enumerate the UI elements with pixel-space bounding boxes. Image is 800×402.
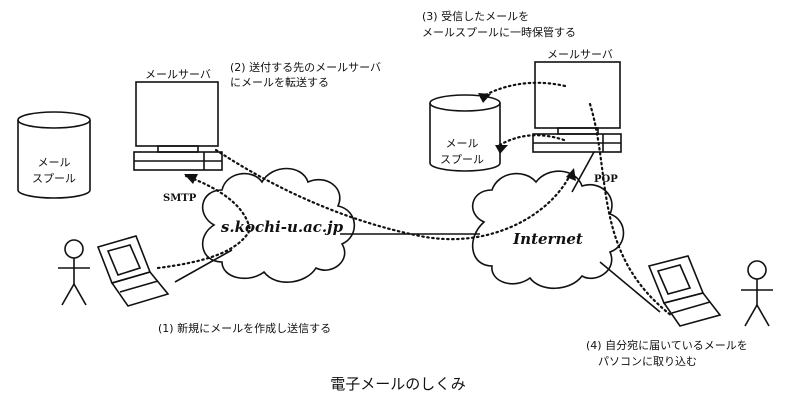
step-2-line-2: にメールを転送する: [230, 75, 329, 89]
diagram-caption: 電子メールのしくみ: [330, 375, 466, 393]
left-spool-icon: [17, 111, 91, 199]
arrow-spool-fetch-head: [478, 93, 491, 103]
right-server-label: メールサーバ: [547, 48, 613, 61]
right-laptop-icon: [647, 255, 722, 327]
internet-label: Internet: [512, 230, 583, 248]
step-1-line-1: (1) 新規にメールを作成し送信する: [158, 321, 331, 335]
flow-spool-store-path: [496, 134, 566, 148]
left-spool-label-1: メール: [38, 156, 71, 169]
right-spool-label-2: スプール: [440, 153, 484, 166]
step-2-line-1: (2) 送付する先のメールサーバ: [230, 60, 381, 74]
flow-transfer-path: [214, 148, 572, 241]
left-laptop-link: [174, 249, 233, 283]
smtp-label: SMTP: [163, 193, 197, 204]
right-person-icon: [741, 260, 773, 327]
step-3-line-2: メールスプールに一時保管する: [422, 25, 576, 39]
right-server-icon: [532, 61, 622, 153]
local-cloud-icon: [201, 167, 356, 283]
arrow-smtp-head: [184, 174, 198, 184]
step-3-line-1: (3) 受信したメールを: [422, 10, 529, 23]
left-laptop-icon: [96, 235, 170, 307]
local-network-label: s.kochi-u.ac.jp: [221, 218, 344, 236]
left-server-label: メールサーバ: [145, 68, 211, 81]
left-server-icon: [133, 81, 223, 171]
internet-cloud-icon: [471, 170, 625, 289]
flow-smtp-path: [156, 174, 252, 270]
flow-pop-path: [588, 102, 674, 318]
right-spool-icon: [429, 94, 501, 172]
flow-spool-fetch-path: [478, 81, 567, 100]
left-spool-label-2: スプール: [32, 172, 76, 185]
step-4-line-1: (4) 自分宛に届いているメールを: [586, 338, 748, 352]
arrow-spool-store-head: [495, 145, 508, 154]
step-4-line-2: パソコンに取り込む: [598, 355, 697, 368]
left-person-icon: [58, 239, 90, 306]
right-spool-label-1: メール: [446, 137, 479, 150]
pop-label: POP: [594, 174, 618, 185]
right-server-link: [571, 151, 595, 193]
arrow-transfer-head: [566, 168, 576, 181]
right-laptop-link: [599, 261, 661, 313]
